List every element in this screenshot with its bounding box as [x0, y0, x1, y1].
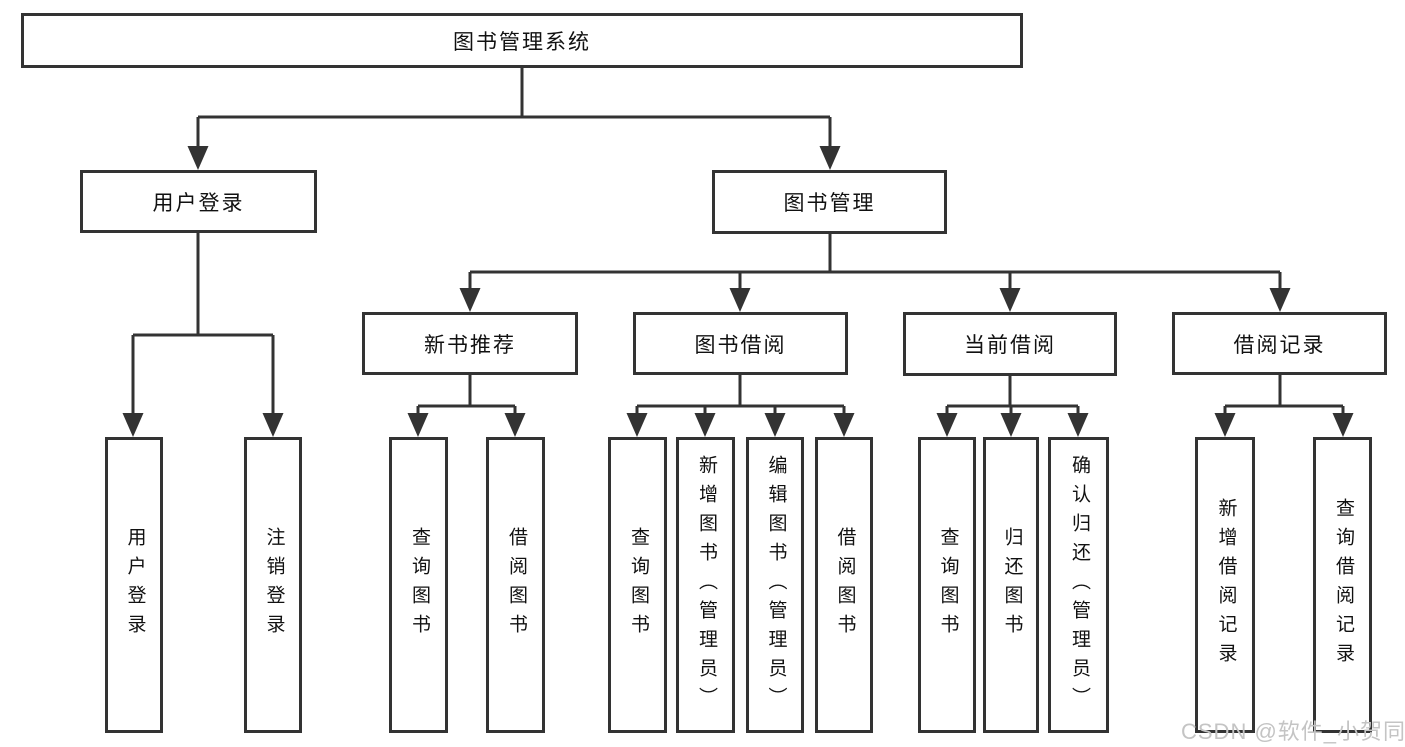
node-book-borrow: 图书借阅 [633, 312, 848, 375]
node-current-borrow-label: 当前借阅 [964, 334, 1056, 357]
arrowhead-book-borrow [729, 288, 751, 312]
arrowhead-new-book-recommend [459, 288, 481, 312]
connector-root-to-level2 [187, 68, 841, 170]
connector-current-borrow-lines [945, 375, 1080, 416]
arrowhead-leaf-logout [262, 413, 284, 437]
connector-new-book-recommend-lines [416, 375, 517, 416]
leaf-query-borrow-record-label: 查询借阅记录 [1332, 498, 1354, 672]
leaf-edit-books-admin: 编辑图书（管理员） [746, 437, 804, 733]
node-new-book-recommend: 新书推荐 [362, 312, 578, 375]
leaf-query-books-current-label: 查询图书 [937, 527, 959, 643]
node-user-login-label: 用户登录 [152, 191, 245, 215]
leaf-borrow-books-recommend: 借阅图书 [486, 437, 545, 733]
arrowhead-leaf-query-borrow-record [1332, 413, 1354, 437]
arrowhead-leaf-borrow-books [833, 413, 855, 437]
leaf-query-books-borrow-label: 查询图书 [627, 527, 649, 643]
arrowhead-leaf-query-books-current [936, 413, 958, 437]
node-borrow-records-label: 借阅记录 [1233, 333, 1326, 357]
leaf-query-books-borrow: 查询图书 [608, 437, 667, 733]
leaf-borrow-books-label: 借阅图书 [834, 527, 856, 643]
leaf-query-borrow-record: 查询借阅记录 [1313, 437, 1372, 733]
leaf-user-login-label: 用户登录 [124, 527, 146, 643]
leaf-logout-label: 注销登录 [263, 527, 285, 643]
connector-book-borrow-to-leaves [626, 375, 855, 437]
node-user-login: 用户登录 [80, 170, 317, 233]
node-root-system: 图书管理系统 [21, 13, 1023, 68]
leaf-return-books-label: 归还图书 [1001, 527, 1023, 643]
arrowhead-leaf-query-books-borrow [626, 413, 648, 437]
connector-book-management-to-level3 [459, 234, 1291, 312]
arrowhead-leaf-confirm-return [1067, 413, 1089, 437]
leaf-confirm-return-admin-label: 确认归还（管理员） [1068, 454, 1090, 716]
node-book-management-label: 图书管理 [783, 192, 876, 215]
connector-borrow-records-to-leaves [1214, 375, 1354, 437]
connector-user-login-to-leaves [122, 233, 284, 437]
arrowhead-leaf-query-books-recommend [407, 413, 429, 437]
arrowhead-book-management [819, 146, 841, 170]
leaf-query-books-recommend: 查询图书 [389, 437, 448, 733]
leaf-add-books-admin-label: 新增图书（管理员） [695, 454, 717, 716]
connector-root-lines [196, 68, 832, 150]
arrowhead-user-login [187, 146, 209, 170]
leaf-return-books: 归还图书 [983, 437, 1039, 733]
connector-borrow-records-lines [1223, 375, 1345, 416]
node-current-borrow: 当前借阅 [903, 312, 1117, 376]
connector-current-borrow-to-leaves [936, 375, 1089, 437]
arrowhead-leaf-add-borrow-record [1214, 413, 1236, 437]
arrowhead-current-borrow [999, 288, 1021, 312]
arrowhead-leaf-borrow-books-recommend [504, 413, 526, 437]
connector-new-book-recommend-to-leaves [407, 375, 526, 437]
arrowhead-leaf-user-login [122, 413, 144, 437]
leaf-query-books-current: 查询图书 [918, 437, 976, 733]
arrowhead-leaf-edit-books [764, 413, 786, 437]
node-book-borrow-label: 图书借阅 [694, 333, 787, 357]
leaf-edit-books-admin-label: 编辑图书（管理员） [765, 454, 787, 716]
leaf-confirm-return-admin: 确认归还（管理员） [1048, 437, 1109, 733]
leaf-borrow-books-recommend-label: 借阅图书 [505, 527, 527, 643]
leaf-borrow-books: 借阅图书 [815, 437, 873, 733]
node-book-management: 图书管理 [712, 170, 947, 234]
connector-book-management-lines [468, 234, 1282, 291]
node-borrow-records: 借阅记录 [1172, 312, 1387, 375]
arrowhead-leaf-return-books [1000, 413, 1022, 437]
csdn-watermark: CSDN @软件_小贺同学 [1181, 719, 1405, 744]
arrowhead-leaf-add-books [694, 413, 716, 437]
leaf-user-login: 用户登录 [105, 437, 163, 733]
leaf-add-books-admin: 新增图书（管理员） [676, 437, 735, 733]
arrowhead-borrow-records [1269, 288, 1291, 312]
connector-user-login-lines [131, 233, 275, 416]
leaf-logout: 注销登录 [244, 437, 302, 733]
node-root-label: 图书管理系统 [453, 30, 591, 54]
leaf-add-borrow-record: 新增借阅记录 [1195, 437, 1255, 733]
connector-book-borrow-lines [635, 375, 846, 416]
node-new-book-recommend-label: 新书推荐 [424, 333, 516, 357]
leaf-query-books-recommend-label: 查询图书 [408, 527, 430, 643]
leaf-add-borrow-record-label: 新增借阅记录 [1215, 498, 1237, 672]
